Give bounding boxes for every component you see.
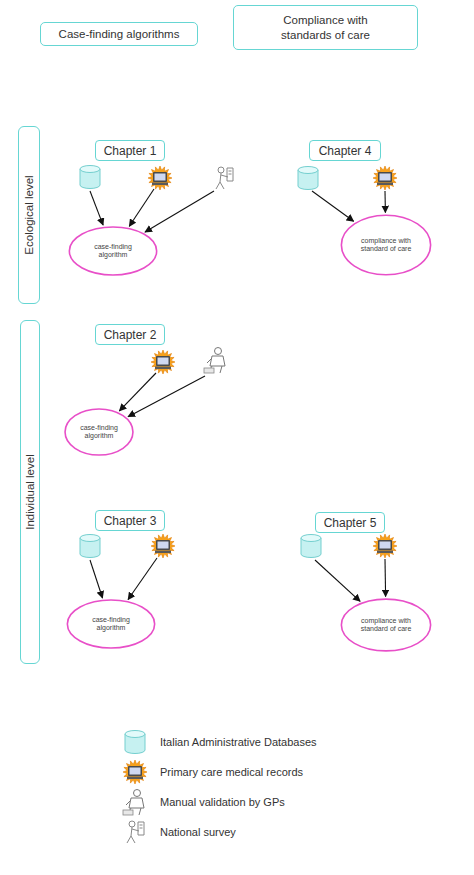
chapter-box: Chapter 5 (315, 512, 385, 533)
leader-arrow (90, 191, 103, 225)
database-icon (80, 535, 100, 558)
legend-entry: Manual validation by GPs (118, 788, 285, 816)
database-icon (80, 166, 100, 189)
chapter-label: Chapter 2 (104, 328, 157, 342)
legend-entry: Italian Administrative Databases (118, 728, 317, 756)
chapter-box: Chapter 1 (95, 140, 165, 161)
column-header-box: Case-finding algorithms (40, 22, 198, 46)
chapter-box: Chapter 2 (95, 324, 165, 345)
band-label: Individual level (24, 454, 36, 529)
header-label: Case-finding algorithms (59, 27, 180, 41)
chapter-box: Chapter 4 (309, 140, 381, 161)
legend-symbol (118, 758, 152, 786)
legend-symbol (118, 788, 152, 816)
header-label: Compliance with standards of care (258, 13, 393, 42)
computer-icon (373, 534, 397, 558)
level-band: Ecological level (18, 126, 40, 304)
outcome-ellipse: case-finding algorithm (68, 226, 158, 276)
legend-label: Italian Administrative Databases (160, 736, 317, 748)
legend-label: Primary care medical records (160, 766, 303, 778)
band-label: Ecological level (23, 175, 35, 254)
ellipse-label: case-finding algorithm (81, 616, 142, 632)
chapter-label: Chapter 4 (319, 144, 372, 158)
database-icon (298, 167, 318, 190)
computer-icon (373, 166, 397, 190)
leader-arrow (90, 560, 103, 598)
chapter-label: Chapter 5 (324, 516, 377, 530)
legend-entry: Primary care medical records (118, 758, 303, 786)
leader-arrow (145, 191, 214, 232)
chapter-label: Chapter 3 (104, 514, 157, 528)
ellipse-label: case-finding algorithm (75, 424, 123, 440)
leader-arrow (312, 191, 354, 221)
outcome-ellipse: case-finding algorithm (64, 408, 134, 456)
level-band: Individual level (20, 320, 40, 664)
ellipse-label: compliance with standard of care (355, 617, 418, 633)
database-icon (301, 535, 321, 558)
legend-label: Manual validation by GPs (160, 796, 285, 808)
leader-arrow (384, 191, 385, 213)
outcome-ellipse: compliance with standard of care (340, 598, 432, 652)
leader-arrow (384, 559, 386, 597)
legend-symbol (118, 728, 152, 756)
legend-label: National survey (160, 826, 236, 838)
outcome-ellipse: case-finding algorithm (66, 599, 156, 649)
legend-entry: National survey (118, 818, 236, 846)
computer-icon (151, 534, 175, 558)
chapter-box: Chapter 3 (95, 510, 165, 531)
computer-icon (148, 166, 172, 190)
ellipse-label: case-finding algorithm (83, 243, 144, 259)
survey-icon (216, 167, 233, 189)
gp-icon (204, 348, 225, 374)
ellipse-label: compliance with standard of care (355, 237, 418, 253)
leader-arrow (129, 189, 154, 226)
leader-arrow (315, 560, 360, 601)
column-header-box: Compliance with standards of care (233, 5, 418, 50)
chapter-label: Chapter 1 (104, 144, 157, 158)
computer-icon (151, 350, 175, 374)
legend-symbol (118, 818, 152, 846)
leader-arrow (128, 558, 157, 600)
leader-arrow (128, 376, 205, 417)
outcome-ellipse: compliance with standard of care (340, 214, 432, 276)
